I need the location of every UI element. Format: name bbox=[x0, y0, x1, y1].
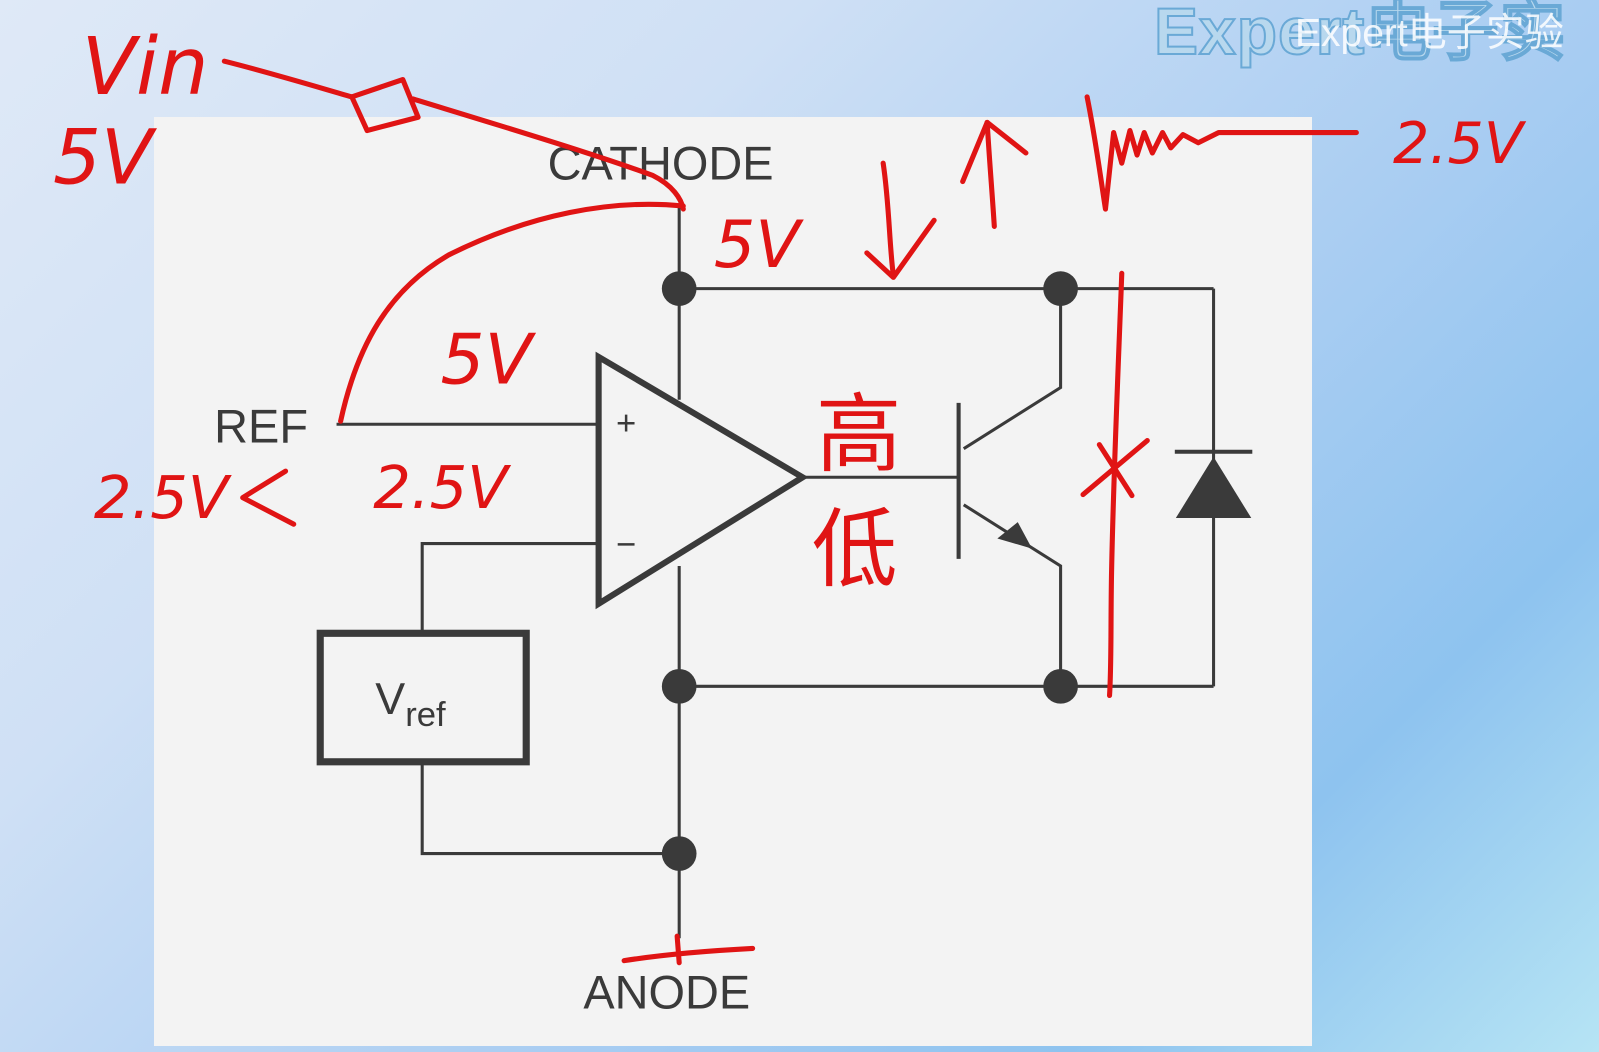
anode-label: ANODE bbox=[583, 967, 750, 1019]
vin-voltage-text: 5V bbox=[53, 114, 157, 202]
less-than-mark bbox=[240, 468, 297, 527]
ref-voltage-text: 2.5V bbox=[94, 463, 232, 532]
vref-box bbox=[316, 629, 530, 766]
vin-wire-left bbox=[221, 58, 355, 100]
anode-tick bbox=[674, 933, 682, 966]
anode-ground-stroke bbox=[621, 945, 756, 964]
red-vertical-line bbox=[1106, 270, 1125, 699]
opamp-plus-label: + bbox=[616, 404, 636, 442]
ref-feedback-curve bbox=[338, 201, 686, 424]
ref-label: REF bbox=[214, 401, 308, 453]
handwritten-annotations: Vin 5V 5V 5V 2.5V 2.5V 2.5V 高 低 bbox=[53, 20, 1527, 966]
feedback-voltage-text: 5V bbox=[441, 320, 537, 400]
opamp-triangle bbox=[595, 351, 809, 610]
diagram-board bbox=[154, 117, 1312, 1046]
resistor-icon bbox=[349, 76, 421, 134]
cross-mark-2 bbox=[1096, 442, 1135, 499]
up-arrow-head bbox=[960, 119, 1029, 185]
watermark-logo: Expert电子实 bbox=[1153, 0, 1567, 69]
watermark-ghost: Expert电子实验 bbox=[1295, 12, 1564, 55]
down-arrow-head bbox=[864, 217, 937, 280]
emitter-arrow bbox=[997, 522, 1033, 549]
output-voltage-text: 2.5V bbox=[1393, 111, 1527, 177]
diode-icon bbox=[1175, 456, 1252, 519]
opamp-minus-label: − bbox=[616, 526, 636, 564]
down-arrow-shaft bbox=[880, 160, 896, 278]
up-arrow-shaft bbox=[984, 119, 997, 229]
vin-wire-right bbox=[410, 96, 686, 212]
vref-label: Vref bbox=[375, 673, 446, 734]
low-text: 低 bbox=[812, 500, 898, 600]
high-text: 高 bbox=[816, 385, 902, 485]
junction-dots bbox=[661, 271, 1078, 871]
cathode-voltage-text: 5V bbox=[714, 207, 805, 283]
vin-text: Vin bbox=[82, 20, 209, 113]
plus-input-voltage-text: 2.5V bbox=[373, 453, 511, 522]
circuit-wires bbox=[336, 203, 1216, 939]
waveform-line bbox=[1084, 94, 1359, 212]
